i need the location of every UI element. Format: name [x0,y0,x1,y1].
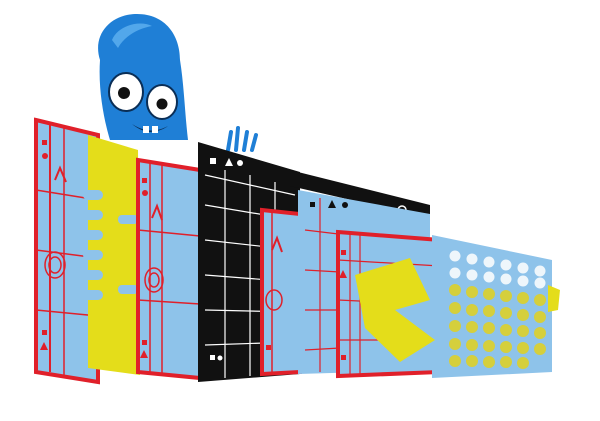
blue-sheet-with-holes [432,235,552,378]
mascot-icon [98,13,188,140]
mascot-hand-icon [226,126,258,152]
yellow-tabbed-sheet [83,135,140,375]
yellow-arrow-cutout [355,258,560,362]
red-bordered-blue-grid-sheet-2 [136,157,202,381]
dot-grid [449,284,546,369]
red-bordered-sheet-small [260,207,302,377]
